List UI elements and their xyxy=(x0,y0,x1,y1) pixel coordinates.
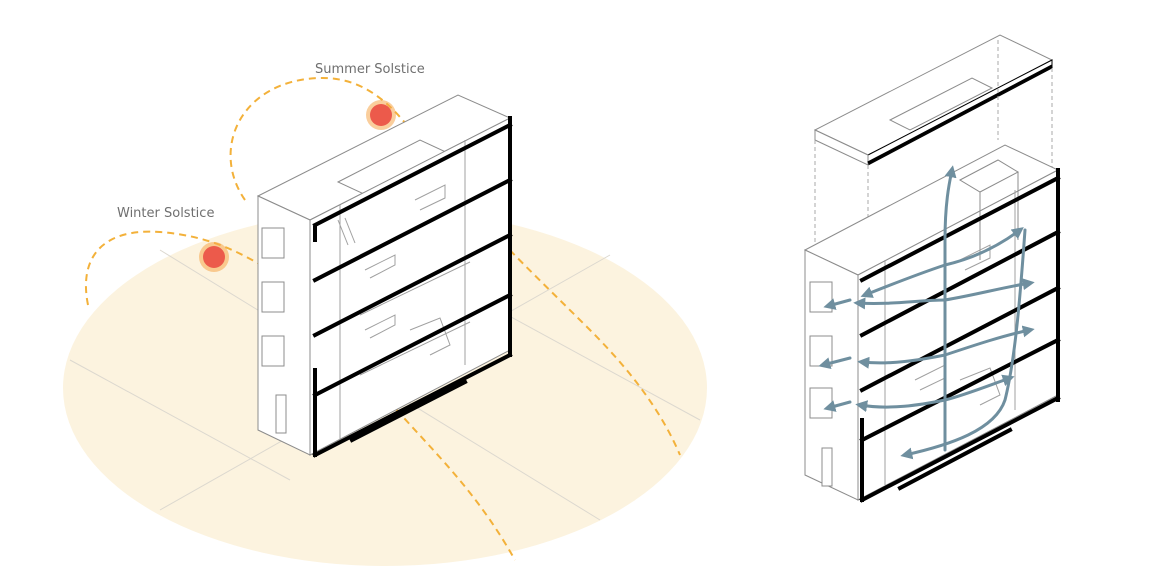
exploded-roof xyxy=(813,34,1054,166)
sun-study-diagram: Summer Solstice Winter Solstice xyxy=(63,62,707,566)
right-building xyxy=(803,144,1061,503)
summer-sun-icon xyxy=(366,100,396,130)
summer-solstice-label: Summer Solstice xyxy=(315,62,425,77)
ventilation-diagram xyxy=(803,34,1061,503)
left-building xyxy=(256,94,513,458)
winter-solstice-label: Winter Solstice xyxy=(117,206,214,221)
winter-sun-icon xyxy=(199,242,229,272)
airflow-arrows xyxy=(818,165,1035,460)
